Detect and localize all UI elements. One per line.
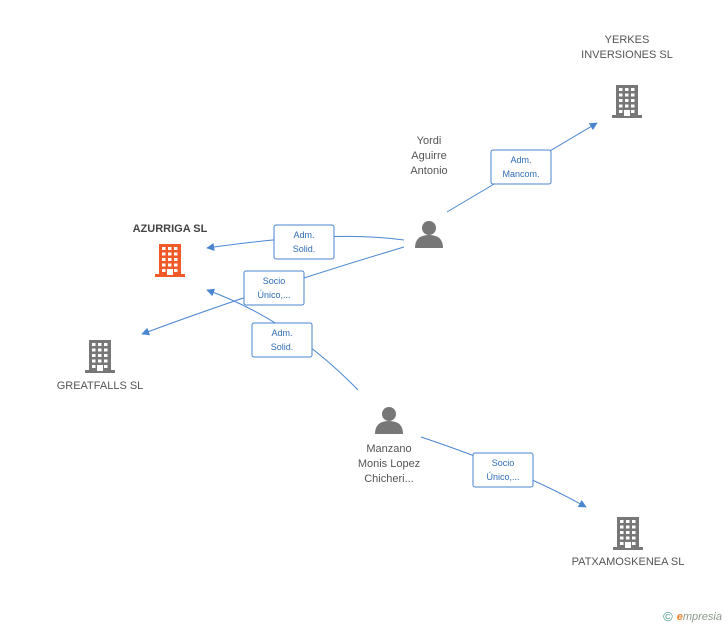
node-label: INVERSIONES SL <box>581 49 673 61</box>
building-icon <box>85 340 115 373</box>
building-icon <box>613 517 643 550</box>
edge-label-text: Adm. <box>510 155 531 165</box>
node-label: Manzano <box>366 443 411 455</box>
edge-yordi-greatfalls: SocioÚnico,... <box>141 246 405 336</box>
edge-label-box[interactable]: Adm. Mancom. <box>490 149 552 185</box>
node-label: Chicheri... <box>364 473 414 485</box>
edge-label-text: Único,... <box>257 290 290 300</box>
person-icon <box>415 221 443 248</box>
edge-label-box[interactable]: Adm. Solid. <box>251 322 313 358</box>
edge-label-frame <box>472 452 534 488</box>
node-greatfalls[interactable]: GREATFALLS SL <box>57 340 144 392</box>
edge-label-frame <box>273 224 335 260</box>
edge-label-box[interactable]: SocioÚnico,... <box>243 270 305 306</box>
edge-label-box[interactable]: Adm. Solid. <box>273 224 335 260</box>
edge-label-text: Adm. <box>271 328 292 338</box>
node-label: PATXAMOSKENEA SL <box>572 556 685 568</box>
person-icon <box>375 407 403 434</box>
footer-credit: © empresia <box>663 609 722 624</box>
edge-label-text: Solid. <box>293 244 316 254</box>
edge-label-box[interactable]: SocioÚnico,... <box>472 452 534 488</box>
building-icon <box>155 244 185 277</box>
edge-label-text: Mancom. <box>502 169 539 179</box>
node-label: Aguirre <box>411 150 446 162</box>
edge-label-text: Adm. <box>293 230 314 240</box>
edge-label-frame <box>243 270 305 306</box>
edge-label-frame <box>251 322 313 358</box>
node-label: Monis Lopez <box>358 458 420 470</box>
node-azurriga[interactable]: AZURRIGA SL <box>133 223 208 277</box>
edge-yordi-yerkes: Adm. Mancom. <box>446 122 598 213</box>
node-label: YERKES <box>605 34 650 46</box>
node-label: Yordi <box>417 135 442 147</box>
copyright-icon: © <box>663 609 673 624</box>
building-icon <box>612 85 642 118</box>
node-label: AZURRIGA SL <box>133 223 208 235</box>
edge-manzano-patxamoskenea: SocioÚnico,... <box>420 436 587 508</box>
brand-logo[interactable]: empresia <box>676 610 722 623</box>
edge-label-text: Único,... <box>486 472 519 482</box>
node-label: GREATFALLS SL <box>57 380 144 392</box>
edge-label-text: Solid. <box>271 342 294 352</box>
node-yerkes[interactable]: YERKES INVERSIONES SL <box>581 34 673 118</box>
edge-manzano-azurriga: Adm. Solid. <box>206 288 359 391</box>
edge-label-text: Socio <box>492 458 515 468</box>
node-patxamoskenea[interactable]: PATXAMOSKENEA SL <box>572 517 685 568</box>
edge-label-text: Socio <box>263 276 286 286</box>
node-label: Antonio <box>410 165 447 177</box>
edge-yordi-azurriga: Adm. Solid. <box>206 224 405 260</box>
edge-label-frame <box>490 149 552 185</box>
